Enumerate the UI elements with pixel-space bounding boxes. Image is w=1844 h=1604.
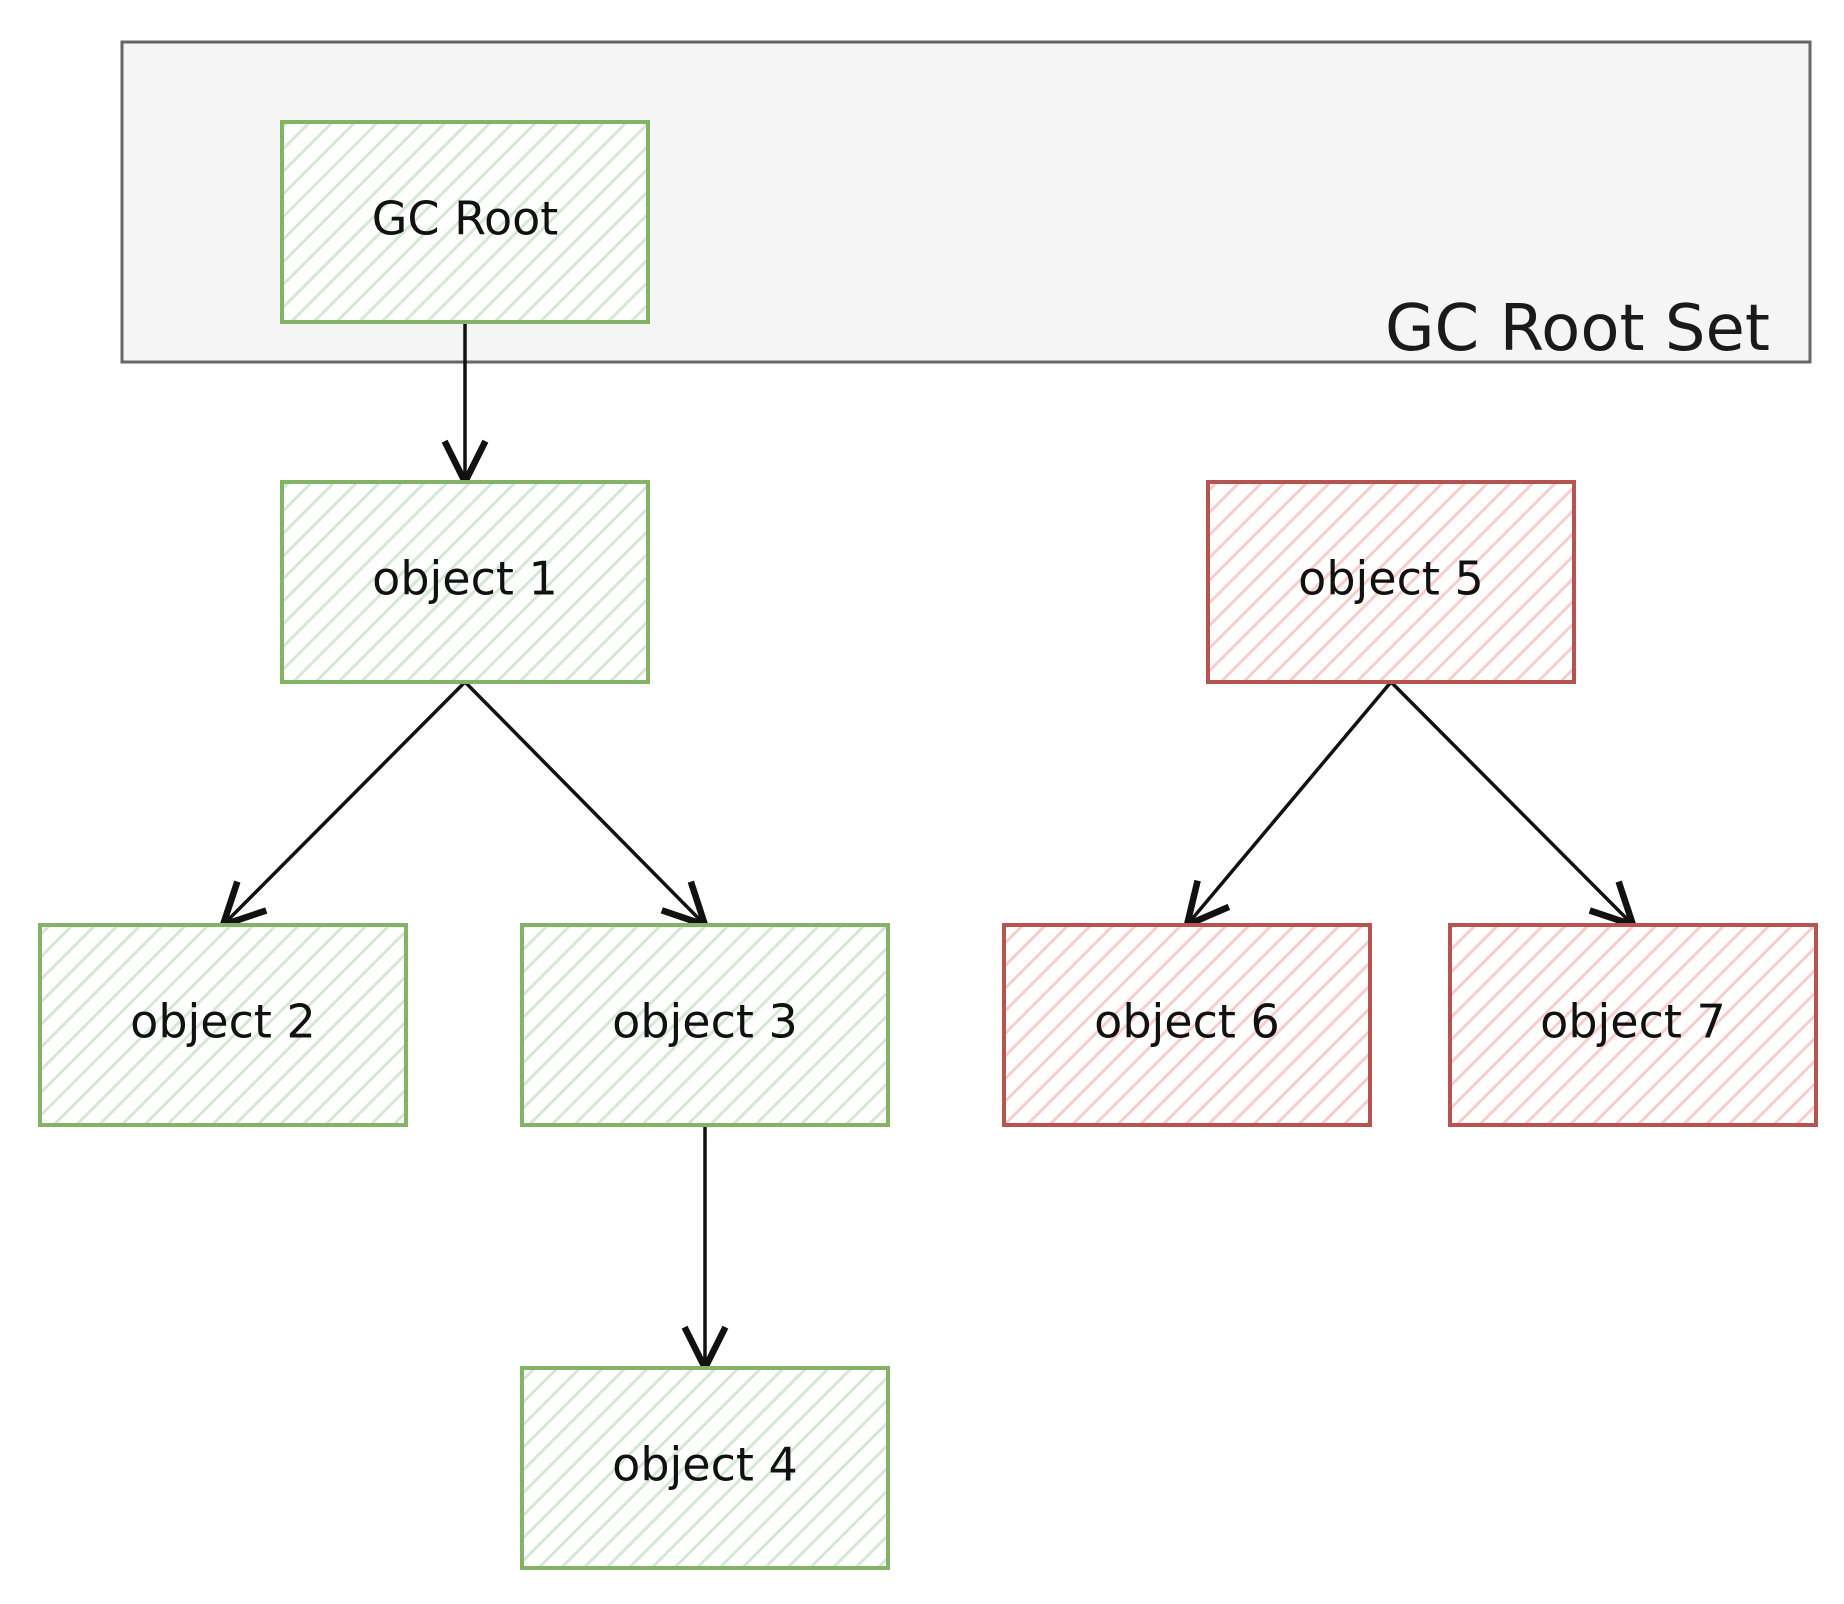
edge-object1-to-object2 <box>223 680 467 925</box>
edge-object5-to-object7 <box>1389 680 1633 925</box>
node-gc-root: GC Root <box>280 120 650 324</box>
node-label: object 4 <box>612 1438 798 1492</box>
node-label: object 7 <box>1540 995 1726 1049</box>
node-object5: object 5 <box>1206 480 1576 684</box>
edge-object1-to-object3 <box>463 680 705 925</box>
node-object1: object 1 <box>280 480 650 684</box>
node-object6: object 6 <box>1002 923 1372 1127</box>
node-object4: object 4 <box>520 1366 890 1570</box>
node-object3: object 3 <box>520 923 890 1127</box>
node-object7: object 7 <box>1448 923 1818 1127</box>
node-label: object 1 <box>372 552 558 606</box>
node-label: object 2 <box>130 995 316 1049</box>
node-label: object 3 <box>612 995 798 1049</box>
node-label: object 6 <box>1094 995 1280 1049</box>
gc-root-set-label: GC Root Set <box>1385 292 1770 366</box>
edges <box>223 322 1633 1368</box>
node-label: GC Root <box>372 192 559 246</box>
edge-object5-to-object6 <box>1187 680 1393 925</box>
node-label: object 5 <box>1298 552 1484 606</box>
node-object2: object 2 <box>38 923 408 1127</box>
